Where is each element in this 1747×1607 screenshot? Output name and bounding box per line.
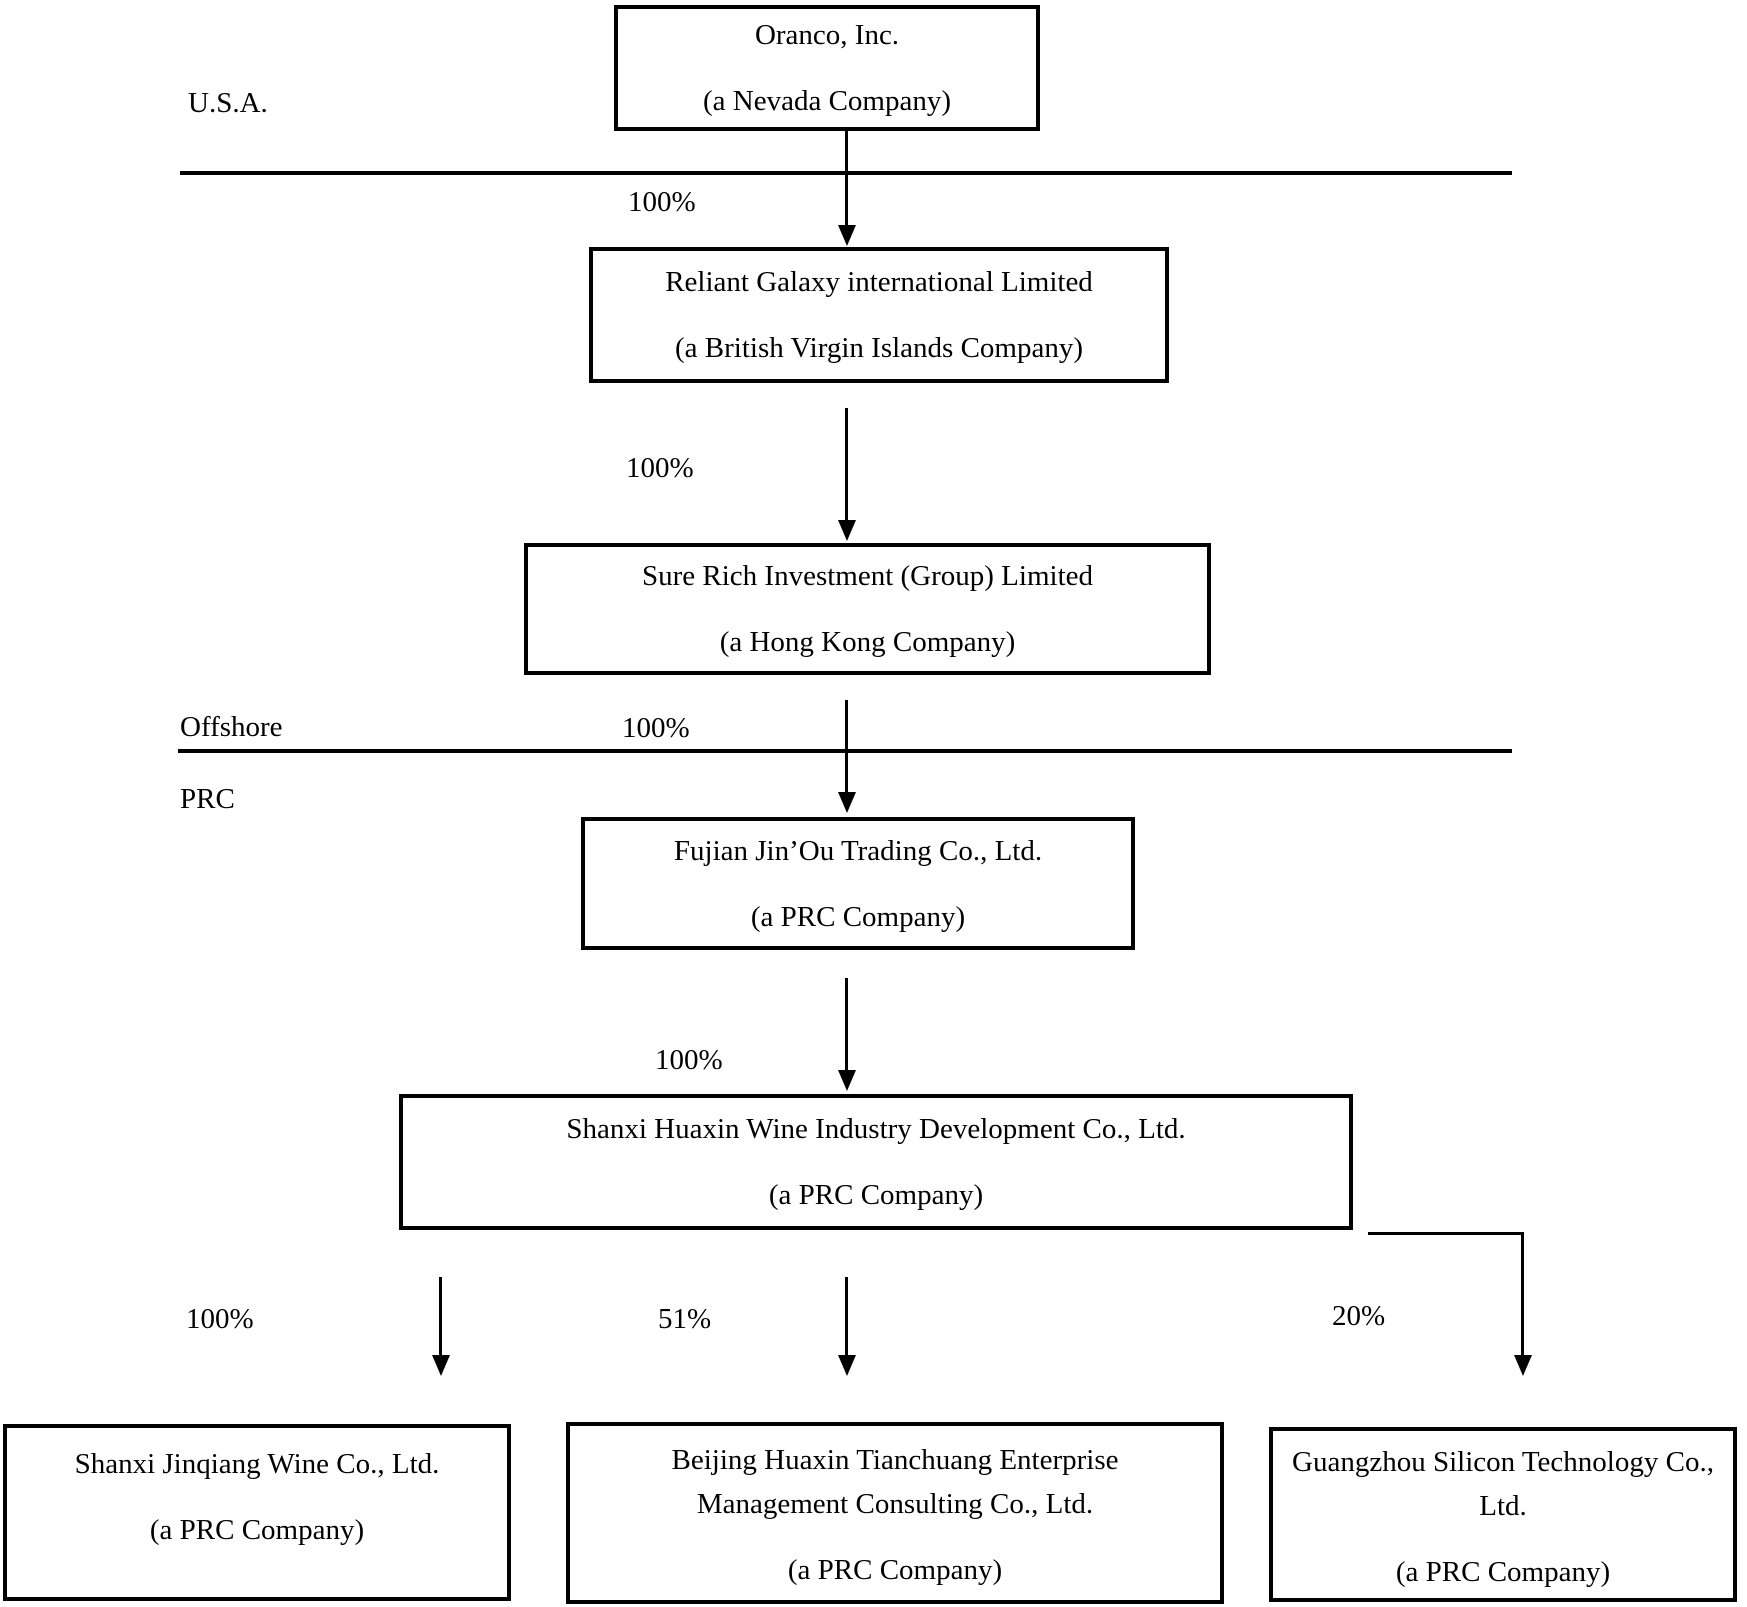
node-fujian-jinou-name: Fujian Jin’Ou Trading Co., Ltd. — [673, 834, 1043, 867]
node-oranco-jurisdiction: (a Nevada Company) — [702, 85, 951, 117]
arrow-shanxihuaxin-to-guangzhou-horizontal-segment — [1368, 1232, 1524, 1235]
arrow-shanxihuaxin-to-beijing-arrowhead — [838, 1355, 856, 1376]
arrow-shanxihuaxin-to-beijing-stem — [845, 1277, 848, 1355]
node-guangzhou-silicon-jurisdiction: (a PRC Company) — [1395, 1555, 1611, 1588]
arrow-shanxihuaxin-to-jinqiang-arrowhead — [432, 1355, 450, 1376]
node-beijing-huaxin-jurisdiction: (a PRC Company) — [787, 1554, 1003, 1586]
arrow-fujian-to-shanxihuaxin-arrowhead — [838, 1070, 856, 1091]
arrow-oranco-to-reliant-stem — [845, 131, 848, 225]
node-shanxi-huaxin: Shanxi Huaxin Wine Industry Development … — [399, 1094, 1353, 1230]
node-guangzhou-silicon-name: Guangzhou Silicon Technology Co., Ltd. — [1292, 1445, 1714, 1522]
ownership-label-reliant-to-surerich: 100% — [626, 452, 694, 484]
ownership-label-shanxihuaxin-to-beijing: 51% — [658, 1303, 712, 1335]
node-beijing-huaxin: Beijing Huaxin Tianchuang Enterprise Man… — [566, 1422, 1224, 1604]
node-beijing-huaxin-name: Beijing Huaxin Tianchuang Enterprise Man… — [671, 1444, 1119, 1520]
ownership-label-oranco-to-reliant: 100% — [628, 186, 696, 218]
arrow-reliant-to-surerich-stem — [845, 408, 848, 520]
ownership-label-fujian-to-shanxihuaxin: 100% — [655, 1044, 723, 1076]
node-sure-rich: Sure Rich Investment (Group) Limited (a … — [524, 543, 1211, 675]
arrow-surerich-to-fujian-stem — [845, 700, 848, 792]
node-guangzhou-silicon: Guangzhou Silicon Technology Co., Ltd. (… — [1269, 1427, 1737, 1602]
node-shanxi-huaxin-name: Shanxi Huaxin Wine Industry Development … — [566, 1113, 1186, 1145]
node-reliant-galaxy-name: Reliant Galaxy international Limited — [665, 266, 1093, 298]
arrow-shanxihuaxin-to-jinqiang-stem — [439, 1277, 442, 1355]
node-reliant-galaxy-jurisdiction: (a British Virgin Islands Company) — [675, 332, 1083, 364]
ownership-label-surerich-to-fujian: 100% — [622, 712, 690, 744]
arrow-shanxihuaxin-to-guangzhou-stem — [1521, 1232, 1524, 1355]
ownership-label-shanxihuaxin-to-guangzhou: 20% — [1332, 1300, 1386, 1332]
node-shanxi-jinqiang: Shanxi Jinqiang Wine Co., Ltd. (a PRC Co… — [3, 1424, 511, 1601]
node-sure-rich-name: Sure Rich Investment (Group) Limited — [641, 560, 1093, 592]
region-label-offshore: Offshore — [180, 711, 283, 743]
node-reliant-galaxy: Reliant Galaxy international Limited (a … — [589, 247, 1169, 383]
arrow-reliant-to-surerich-arrowhead — [838, 520, 856, 541]
arrow-oranco-to-reliant-arrowhead — [838, 225, 856, 246]
node-shanxi-jinqiang-jurisdiction: (a PRC Company) — [149, 1514, 365, 1546]
node-shanxi-huaxin-jurisdiction: (a PRC Company) — [768, 1179, 984, 1211]
region-label-prc: PRC — [180, 783, 235, 815]
node-shanxi-jinqiang-name: Shanxi Jinqiang Wine Co., Ltd. — [74, 1448, 440, 1480]
node-fujian-jinou-jurisdiction: (a PRC Company) — [750, 900, 966, 933]
region-label-usa: U.S.A. — [188, 87, 268, 119]
arrow-shanxihuaxin-to-guangzhou-arrowhead — [1514, 1355, 1532, 1376]
node-sure-rich-jurisdiction: (a Hong Kong Company) — [719, 626, 1016, 658]
node-oranco-name: Oranco, Inc. — [754, 19, 900, 51]
node-fujian-jinou: Fujian Jin’Ou Trading Co., Ltd. (a PRC C… — [581, 817, 1135, 950]
arrow-surerich-to-fujian-arrowhead — [838, 792, 856, 813]
ownership-label-shanxihuaxin-to-jinqiang: 100% — [186, 1303, 254, 1335]
arrow-fujian-to-shanxihuaxin-stem — [845, 978, 848, 1070]
node-oranco: Oranco, Inc. (a Nevada Company) — [614, 5, 1040, 131]
